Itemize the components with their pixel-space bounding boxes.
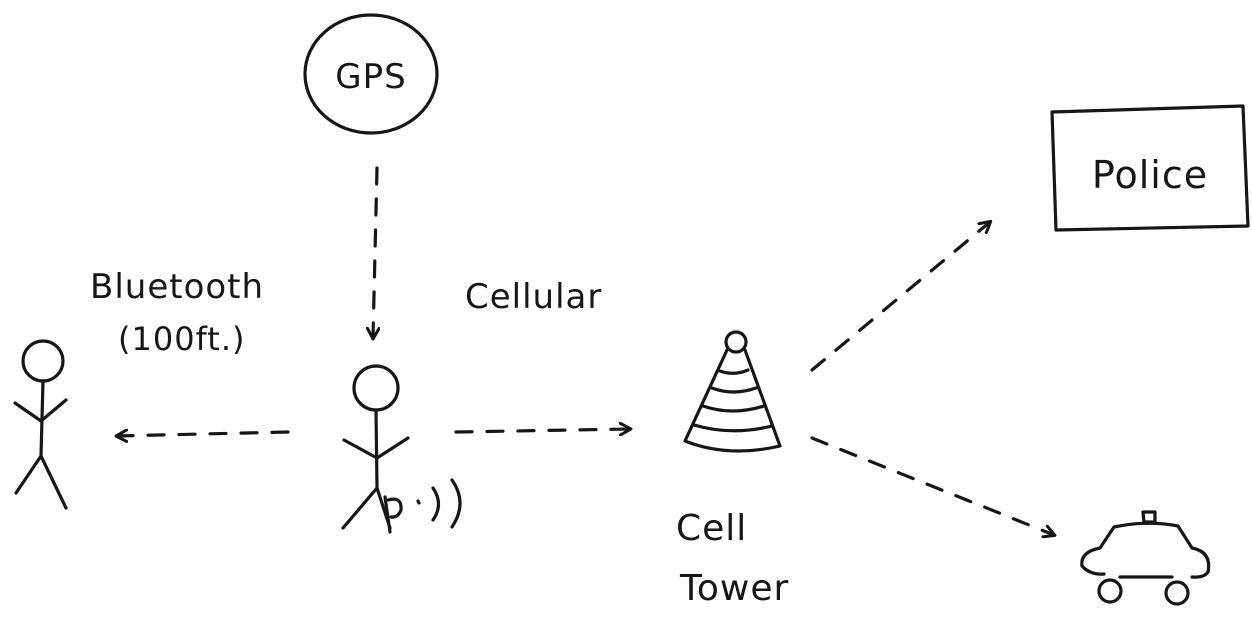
gps-label: GPS <box>335 57 406 97</box>
cell-label: Cell <box>676 508 747 549</box>
bluetooth-label: Bluetooth <box>90 267 264 307</box>
tower-to-car-arrow <box>810 436 1054 535</box>
bluetooth-range-label: (100ft.) <box>118 320 245 358</box>
gps-to-person-arrow <box>373 166 377 338</box>
phone-signal-icon <box>383 478 462 534</box>
other-person-icon <box>13 339 68 510</box>
cellular-label: Cellular <box>465 277 602 317</box>
cellular-arrow <box>454 429 630 432</box>
police-car-icon <box>1080 510 1211 606</box>
gps-circle <box>303 13 439 135</box>
tower-to-police-arrow <box>810 222 990 372</box>
police-box <box>1050 104 1250 232</box>
bluetooth-arrow <box>117 432 290 436</box>
tower-label: Tower <box>679 568 789 609</box>
gps-node: GPS <box>303 13 439 135</box>
police-label: Police <box>1092 153 1208 197</box>
user-person-icon <box>341 364 410 530</box>
cell-tower-icon <box>683 330 782 453</box>
police-node: Police <box>1050 104 1250 232</box>
